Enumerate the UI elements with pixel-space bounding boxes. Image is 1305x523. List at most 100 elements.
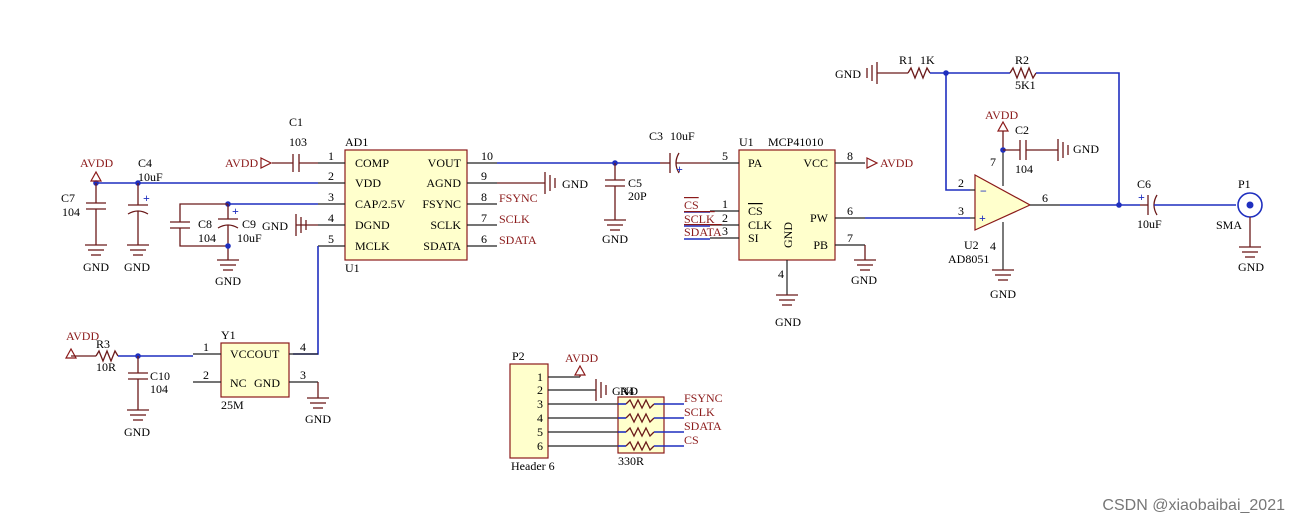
- c4-value: 10uF: [138, 170, 163, 184]
- u2-pin3-num: 3: [958, 204, 964, 218]
- c7-gnd-label: GND: [83, 260, 109, 274]
- c2-capacitor: C2 104: [1003, 123, 1058, 176]
- r4-value: 330R: [618, 454, 644, 468]
- avdd-r3-label: AVDD: [66, 329, 99, 343]
- p2-net-cs: CS: [684, 433, 699, 447]
- u1-gnd-label: GND: [775, 315, 801, 329]
- u2-pin2-num: 2: [958, 176, 964, 190]
- watermark: CSDN @xiaobaibai_2021: [1102, 497, 1285, 514]
- avdd-r3-port: AVDD: [64, 329, 99, 359]
- u1-net-sclk: SCLK: [684, 212, 715, 226]
- c5-gnd-label: GND: [602, 232, 628, 246]
- r2-ref: R2: [1015, 53, 1029, 67]
- p2-pin1-num: 1: [537, 370, 543, 384]
- svg-text:+: +: [979, 211, 986, 225]
- c5-ground: GND: [602, 219, 628, 246]
- c6-value: 10uF: [1137, 217, 1162, 231]
- r4-resistor-network: R4 330R: [617, 384, 665, 468]
- ad1-pin8-num: 8: [481, 190, 487, 204]
- c2-ground: GND: [1057, 139, 1099, 161]
- p2-pin3-num: 3: [537, 397, 543, 411]
- c8-value: 104: [198, 231, 216, 245]
- p2-ref: P2: [512, 349, 525, 363]
- ad1-pin6-num: 6: [481, 232, 487, 246]
- c7-ground: GND: [83, 244, 109, 274]
- p2-name: Header 6: [511, 459, 555, 473]
- c2-value: 104: [1015, 162, 1033, 176]
- ad1-ref: AD1: [345, 135, 368, 149]
- r3-value: 10R: [96, 360, 116, 374]
- ad1-pin10-name: VOUT: [428, 156, 462, 170]
- avdd-vdd-label: AVDD: [80, 156, 113, 170]
- avdd-p2-label: AVDD: [565, 351, 598, 365]
- p2-gnd-label: GND: [612, 384, 638, 398]
- ad1-pin3-name: CAP/2.5V: [355, 197, 406, 211]
- ad1-pin8-name: FSYNC: [422, 197, 461, 211]
- ad1-pin4-name: DGND: [355, 218, 390, 232]
- r1-ground: GND: [835, 62, 908, 84]
- c10-gnd-label: GND: [124, 425, 150, 439]
- u1-ref: U1: [739, 135, 754, 149]
- r3-ref: R3: [96, 337, 110, 351]
- y1-ref: Y1: [221, 328, 236, 342]
- junction-output: [1116, 202, 1122, 208]
- ad1-pin1-num: 1: [328, 149, 334, 163]
- c5-value: 20P: [628, 189, 647, 203]
- r2-value: 5K1: [1015, 78, 1036, 92]
- net-label-sdata: SDATA: [499, 233, 537, 247]
- c10-ref: C10: [150, 369, 170, 383]
- r2-resistor: R2 5K1: [1009, 53, 1037, 92]
- ad1-pin2-name: VDD: [355, 176, 381, 190]
- p1-ref: P1: [1238, 177, 1251, 191]
- u1-pa-name: PA: [748, 156, 763, 170]
- c7-value: 104: [62, 205, 80, 219]
- u1-net-cs: CS: [684, 198, 699, 212]
- u2-opamp: − + 2 3 6 7 4 U2 AD8051: [948, 150, 1060, 270]
- svg-text:+: +: [232, 204, 239, 218]
- u1-pin3-num: 3: [722, 224, 728, 238]
- ad1-pin9-num: 9: [481, 169, 487, 183]
- y1-gnd-label: GND: [305, 412, 331, 426]
- wire-inverting: [945, 73, 970, 191]
- ad1-pin7-num: 7: [481, 211, 487, 225]
- ad1-pin5-num: 5: [328, 232, 334, 246]
- c9-gnd-label: GND: [215, 274, 241, 288]
- u1-pw-name: PW: [810, 211, 829, 225]
- c7-capacitor: C7 104: [61, 183, 106, 245]
- c10-value: 104: [150, 382, 168, 396]
- c10-ground: GND: [124, 409, 150, 439]
- u1-pb-ground: GND: [851, 245, 877, 287]
- y1-ground: GND: [305, 382, 331, 426]
- c1-value: 103: [289, 135, 307, 149]
- y1-nc-name: NC: [230, 376, 247, 390]
- y1-pin4-num: 4: [300, 340, 306, 354]
- u1-pb-gnd-label: GND: [851, 273, 877, 287]
- u1-pin6-num: 6: [847, 204, 853, 218]
- c9-ref: C9: [242, 217, 256, 231]
- r1-resistor: R1 1K: [899, 53, 935, 80]
- r1-value: 1K: [920, 53, 935, 67]
- r3-resistor: R3 10R: [71, 337, 119, 374]
- r1-gnd-label: GND: [835, 67, 861, 81]
- y1-pin3-num: 3: [300, 368, 306, 382]
- u1-part: MCP41010: [768, 135, 823, 149]
- ad1-agnd-ground: GND: [497, 172, 588, 194]
- c10-capacitor: C10 104: [128, 356, 170, 410]
- avdd-p2-port: AVDD: [565, 351, 598, 377]
- y1-vccout-name: VCCOUT: [230, 347, 280, 361]
- ad1-pin5-name: MCLK: [355, 239, 390, 253]
- ad1-chip: AD1 U1 1 2 3 4 5 COMP VDD CAP/2.5V DGND …: [318, 135, 497, 275]
- avdd-comp-label: AVDD: [225, 156, 258, 170]
- c5-ref: C5: [628, 176, 642, 190]
- c7-ref: C7: [61, 191, 75, 205]
- u2-gnd-label: GND: [990, 287, 1016, 301]
- u2-part: AD8051: [948, 252, 989, 266]
- u1-ground: GND: [775, 294, 801, 329]
- c8-capacitor: C8 104: [170, 203, 228, 247]
- svg-text:+: +: [1138, 190, 1145, 204]
- p2-net-fsync: FSYNC: [684, 391, 723, 405]
- net-label-fsync: FSYNC: [499, 191, 538, 205]
- y1-gnd-name: GND: [254, 376, 280, 390]
- y1-oscillator: Y1 25M 1 4 2 3 VCCOUT NC GND: [193, 328, 318, 412]
